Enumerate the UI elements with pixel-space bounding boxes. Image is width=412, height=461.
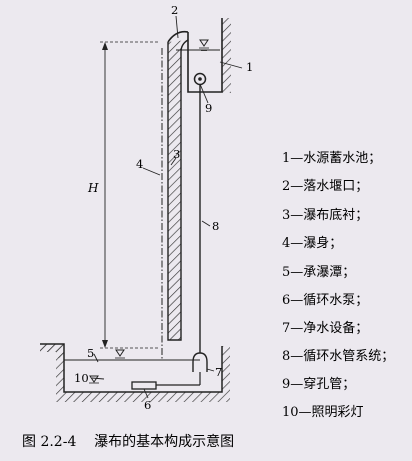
number-labels: 1 2 3 4 5 6 7 8 9 10 H xyxy=(74,3,253,412)
label-5: 5 xyxy=(87,346,94,360)
label-1: 1 xyxy=(246,60,253,74)
legend-item: 9—穿孔管； xyxy=(282,376,355,392)
plunge-pool xyxy=(40,343,230,402)
height-dimension xyxy=(100,41,160,349)
label-7: 7 xyxy=(215,365,222,379)
legend: 1—水源蓄水池； 2—落水堰口； 3—瀑布底衬； 4—瀑身； 5—承瀑潭； 6—… xyxy=(282,151,394,420)
figure-caption: 图 2.2-4 瀑布的基本构成示意图 xyxy=(22,433,234,450)
legend-item: 7—净水设备； xyxy=(282,320,368,336)
label-3: 3 xyxy=(173,147,180,161)
legend-item: 5—承瀑潭； xyxy=(282,265,355,280)
label-9: 9 xyxy=(205,101,212,115)
legend-item: 1—水源蓄水池； xyxy=(282,151,381,166)
waterfall-lining xyxy=(167,39,189,341)
label-4: 4 xyxy=(136,157,143,171)
label-height: H xyxy=(87,181,99,195)
legend-item: 3—瀑布底衬； xyxy=(282,207,368,223)
label-2: 2 xyxy=(171,3,178,17)
legend-item: 6—循环水泵； xyxy=(282,293,368,308)
circulating-pipe xyxy=(192,85,208,372)
water-source-reservoir xyxy=(167,18,231,93)
legend-item: 2—落水堰口； xyxy=(282,179,368,194)
label-6: 6 xyxy=(144,398,151,412)
legend-item: 8—循环水管系统； xyxy=(282,349,394,364)
label-10: 10 xyxy=(74,371,89,385)
label-8: 8 xyxy=(212,219,219,233)
leader-lines xyxy=(91,15,243,399)
legend-item: 4—瀑身； xyxy=(282,235,342,251)
legend-item: 10—照明彩灯 xyxy=(282,405,364,420)
